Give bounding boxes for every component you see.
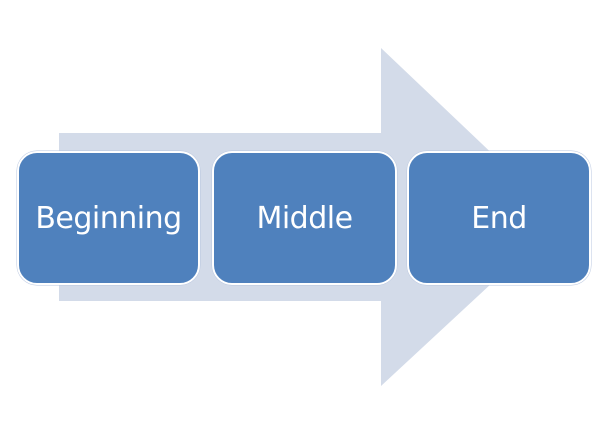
step-end-label: End	[471, 200, 527, 236]
step-end: End	[407, 151, 591, 285]
step-beginning-label: Beginning	[35, 200, 182, 236]
step-middle: Middle	[212, 151, 397, 285]
step-beginning: Beginning	[17, 151, 200, 285]
step-middle-label: Middle	[256, 200, 353, 236]
